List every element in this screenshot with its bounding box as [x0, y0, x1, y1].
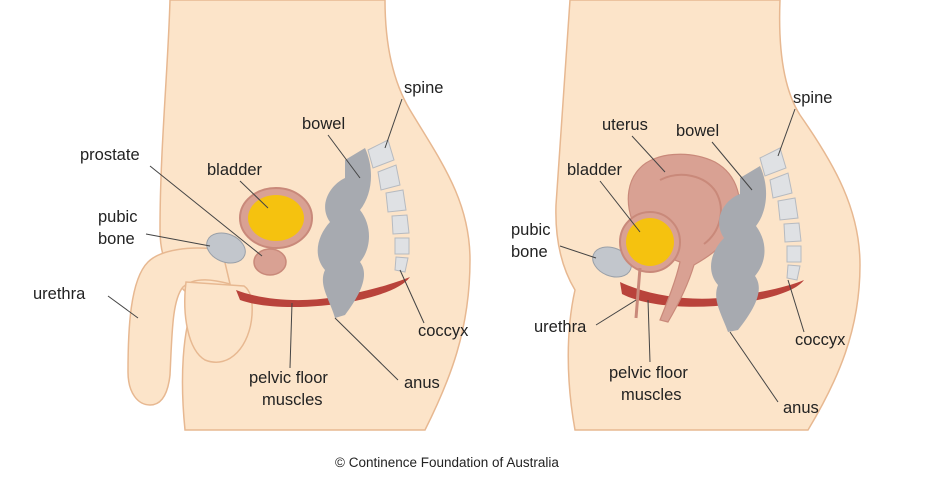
leader-urethra [107, 295, 139, 319]
leader-spine [777, 108, 796, 157]
leader-pubic-bone [559, 245, 597, 259]
leader-coccyx [787, 279, 805, 333]
male-figure: prostate bladder bowel spine pubic bone … [33, 0, 471, 431]
label-pelvic-floor-1: pelvic floor [249, 369, 328, 387]
label-pubic-bone-1: pubic [511, 221, 550, 239]
label-pelvic-floor-2: muscles [621, 386, 682, 404]
label-spine: spine [404, 79, 443, 97]
label-pubic-bone-2: bone [98, 230, 135, 248]
female-pelvic-floor-muscle [620, 280, 804, 307]
male-torso [159, 0, 471, 431]
label-coccyx: coccyx [418, 322, 469, 340]
male-bowel [317, 148, 372, 318]
female-bladder [626, 218, 674, 266]
leader-anus [334, 317, 399, 381]
male-spine [367, 139, 410, 273]
label-bladder: bladder [207, 161, 263, 179]
label-coccyx: coccyx [795, 331, 846, 349]
male-pubic-bone [206, 232, 246, 264]
leader-pelvic-floor [289, 302, 293, 369]
label-urethra: urethra [33, 285, 86, 303]
leader-urethra [595, 299, 637, 326]
female-figure: uterus bladder bowel spine pubic bone ur… [511, 0, 861, 431]
male-pelvic-floor-muscle [236, 277, 410, 308]
leader-bladder [239, 180, 269, 209]
label-bladder: bladder [567, 161, 623, 179]
label-pelvic-floor-2: muscles [262, 391, 323, 409]
label-prostate: prostate [80, 146, 140, 164]
leader-prostate [149, 165, 263, 257]
label-pubic-bone-2: bone [511, 243, 548, 261]
label-anus: anus [783, 399, 819, 417]
male-bladder [248, 195, 304, 241]
copyright-text: © Continence Foundation of Australia [335, 455, 559, 470]
label-urethra: urethra [534, 318, 587, 336]
female-bowel [711, 166, 767, 332]
label-spine: spine [793, 89, 832, 107]
leader-pelvic-floor [647, 299, 651, 363]
label-pubic-bone-1: pubic [98, 208, 137, 226]
label-bowel: bowel [676, 122, 719, 140]
leader-pubic-bone [145, 233, 211, 247]
label-anus: anus [404, 374, 440, 392]
female-urethra [634, 267, 642, 319]
leader-spine [384, 98, 403, 149]
leader-uterus [631, 135, 666, 173]
male-penis [127, 247, 232, 406]
leader-coccyx [399, 269, 425, 324]
leader-bladder [599, 180, 641, 233]
female-spine [759, 147, 802, 281]
female-uterus-inner [659, 173, 722, 245]
leader-bowel [327, 134, 361, 179]
label-uterus: uterus [602, 116, 648, 134]
leader-anus [729, 331, 779, 403]
label-bowel: bowel [302, 115, 345, 133]
label-pelvic-floor-1: pelvic floor [609, 364, 688, 382]
leader-bowel [711, 141, 753, 191]
